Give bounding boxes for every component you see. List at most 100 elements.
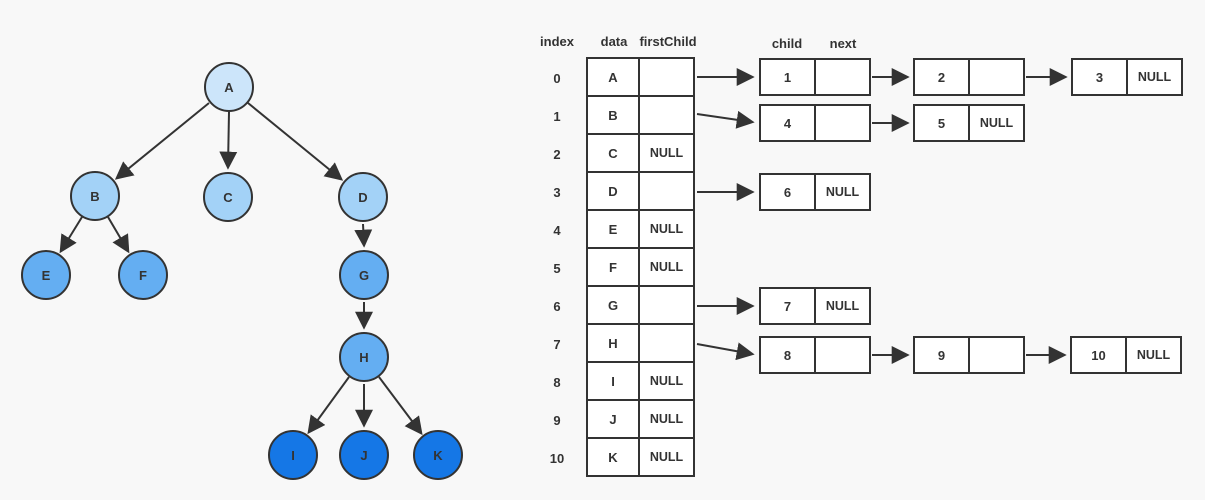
table-row: C NULL xyxy=(588,133,693,171)
data-cell: I xyxy=(588,363,640,399)
data-cell: B xyxy=(588,97,640,133)
index-label-3: 3 xyxy=(553,184,561,200)
pointer-row7-to-node8-arrow xyxy=(696,342,755,361)
next-cell xyxy=(816,106,869,140)
next-cell: NULL xyxy=(1136,348,1171,362)
table-row: K NULL xyxy=(588,437,693,475)
index-label-8: 8 xyxy=(553,374,561,390)
table-row: A xyxy=(588,59,693,95)
table-row: B xyxy=(588,95,693,133)
list-node-6: 6 NULL xyxy=(759,173,871,211)
data-cell: C xyxy=(588,135,640,171)
child-cell: 1 xyxy=(761,60,816,94)
list-node-8: 8 xyxy=(759,336,871,374)
table-row: F NULL xyxy=(588,247,693,285)
index-column: 0 1 2 3 4 5 6 7 8 9 10 xyxy=(527,59,587,477)
data-cell: E xyxy=(588,211,640,247)
pointer-row1-to-node4-arrow xyxy=(696,110,755,129)
data-cell: K xyxy=(588,439,640,475)
index-label-2: 2 xyxy=(553,146,561,162)
tree-node-k: K xyxy=(413,430,463,480)
child-cell: 10 xyxy=(1072,338,1127,372)
firstchild-cell xyxy=(640,325,693,361)
child-cell: 9 xyxy=(915,338,970,372)
list-node-4: 4 xyxy=(759,104,871,142)
firstchild-cell xyxy=(640,287,693,323)
edge-a-c-arrow xyxy=(219,111,238,170)
tree-node-g: G xyxy=(339,250,389,300)
tree-node-j: J xyxy=(339,430,389,480)
next-column-header: next xyxy=(829,36,857,51)
child-cell: 4 xyxy=(761,106,816,140)
index-label-7: 7 xyxy=(553,336,561,352)
list-node-7: 7 NULL xyxy=(759,287,871,325)
tree-node-i: I xyxy=(268,430,318,480)
data-cell: G xyxy=(588,287,640,323)
list-node-5: 5 NULL xyxy=(913,104,1025,142)
index-label-1: 1 xyxy=(553,108,561,124)
next-cell xyxy=(816,338,869,372)
child-cell: 2 xyxy=(915,60,970,94)
list-node-1: 1 xyxy=(759,58,871,96)
list-node-2: 2 xyxy=(913,58,1025,96)
edge-d-g-arrow xyxy=(354,223,373,248)
data-cell: H xyxy=(588,325,640,361)
child-cell: 8 xyxy=(761,338,816,372)
child-cell: 5 xyxy=(915,106,970,140)
firstchild-cell: NULL xyxy=(649,374,684,388)
tree-node-h: H xyxy=(339,332,389,382)
firstchild-cell: NULL xyxy=(649,146,684,160)
next-cell xyxy=(970,60,1023,94)
table-row: G xyxy=(588,285,693,323)
data-cell: J xyxy=(588,401,640,437)
list-node-9: 9 xyxy=(913,336,1025,374)
list-node-3: 3 NULL xyxy=(1071,58,1183,96)
next-cell xyxy=(816,60,869,94)
next-cell: NULL xyxy=(825,185,860,199)
edge-a-d-arrow xyxy=(247,102,344,181)
firstchild-cell xyxy=(640,59,693,95)
index-column-header: index xyxy=(540,34,574,49)
firstchild-cell xyxy=(640,97,693,133)
tree-node-b: B xyxy=(70,171,120,221)
index-label-9: 9 xyxy=(553,412,561,428)
child-cell: 3 xyxy=(1073,60,1128,94)
index-label-4: 4 xyxy=(553,222,561,238)
index-label-5: 5 xyxy=(553,260,561,276)
firstchild-cell: NULL xyxy=(649,260,684,274)
table-row: H xyxy=(588,323,693,361)
edge-a-b-arrow xyxy=(114,102,210,180)
next-cell: NULL xyxy=(825,299,860,313)
firstchild-cell: NULL xyxy=(649,412,684,426)
index-label-10: 10 xyxy=(549,450,565,466)
child-cell: 6 xyxy=(761,175,816,209)
tree-node-d: D xyxy=(338,172,388,222)
index-label-6: 6 xyxy=(553,298,561,314)
next-cell: NULL xyxy=(1137,70,1172,84)
data-column-header: data xyxy=(600,34,628,49)
table-row: I NULL xyxy=(588,361,693,399)
child-column-header: child xyxy=(771,36,803,51)
firstchild-cell: NULL xyxy=(649,450,684,464)
table-row: J NULL xyxy=(588,399,693,437)
data-cell: A xyxy=(588,59,640,95)
index-label-0: 0 xyxy=(553,70,561,86)
table-row: D xyxy=(588,171,693,209)
next-cell xyxy=(970,338,1023,372)
firstchild-column-header: firstChild xyxy=(639,34,697,49)
tree-node-a: A xyxy=(204,62,254,112)
child-cell: 7 xyxy=(761,289,816,323)
edge-b-f-arrow xyxy=(107,216,130,254)
data-cell: F xyxy=(588,249,640,285)
firstchild-cell xyxy=(640,173,693,209)
next-cell: NULL xyxy=(979,116,1014,130)
edge-b-e-arrow xyxy=(59,216,83,254)
tree-node-c: C xyxy=(203,172,253,222)
edge-h-k-arrow xyxy=(378,376,423,436)
tree-node-e: E xyxy=(21,250,71,300)
tree-node-f: F xyxy=(118,250,168,300)
list-node-10: 10 NULL xyxy=(1070,336,1182,374)
